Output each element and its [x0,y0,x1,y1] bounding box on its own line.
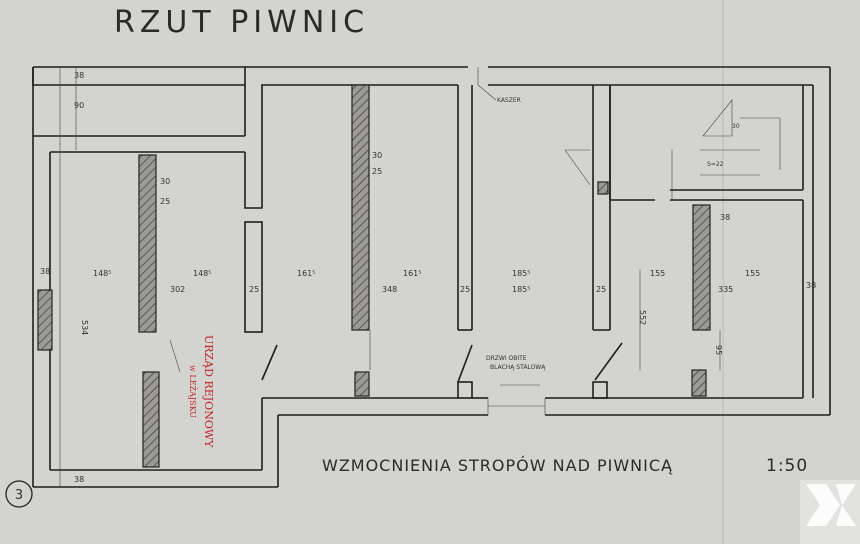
interior-walls [244,84,804,333]
dim-r3-top: 185⁵ [512,269,530,278]
dim-wall3: 25 [596,285,606,294]
pillar-room-2 [354,371,370,397]
dim-r2-beam-width2: 25 [372,167,382,176]
left-wall-patch [37,289,53,351]
beams [37,84,711,468]
dim-top-room: 90 [74,101,84,110]
dim-r4-right: 155 [745,269,760,278]
drawing-caption: WZMOCNIENIA STROPÓW NAD PIWNICĄ [322,456,673,475]
dim-r2-right: 161⁵ [403,269,421,278]
dim-stair: 30 [732,123,740,130]
dim-door: 95 [714,345,723,355]
beam-room-2 [351,84,370,331]
dim-r1-right: 148⁵ [193,269,211,278]
stamp-line-1: URZĄD REJONOWY [202,335,215,448]
door-note-line1: DRZWI OBITE [486,355,527,362]
sheet-number: 3 [15,488,23,503]
beam-room-1-lower [142,371,160,468]
stamp-line-2: w LEŻAJSKU [188,365,197,418]
beam-room-1-upper [138,154,157,333]
dim-r1-beam: 302 [170,285,185,294]
dim-stair2: S=22 [707,161,724,168]
dim-wall1: 25 [249,285,259,294]
dim-r3-bottom: 185⁵ [512,285,530,294]
drawing-scale: 1:50 [766,456,808,476]
dim-r1-left: 148⁵ [93,269,111,278]
dim-r2-beam-width: 30 [372,151,382,160]
dim-col-width: 38 [720,213,730,222]
dim-r2-beam: 348 [382,285,397,294]
dim-r4-height: 552 [638,310,647,325]
door-note-line2: BLACHĄ STALOWĄ [490,364,546,371]
dim-right-wall: 38 [806,281,816,290]
watermark-logo [800,480,860,544]
detail-lines [59,67,781,487]
office-stamp: URZĄD REJONOWY w LEŻAJSKU [188,335,215,448]
dim-wall2: 25 [460,285,470,294]
dim-top-wall: 38 [74,71,84,80]
dimension-labels: 38 90 38 534 38 148⁵ 148⁵ 302 30 25 25 1… [40,71,816,484]
sheet-number-badge: 3 [5,480,33,508]
dim-r2-left: 161⁵ [297,269,315,278]
vent-label: KASZER [497,97,521,104]
pillar-room-4 [691,369,707,397]
dim-left-wall: 38 [40,267,50,276]
dim-beam-width: 30 [160,177,170,186]
chimney-block [597,181,609,195]
dim-beam-width2: 25 [160,197,170,206]
beam-room-4 [692,204,711,331]
dim-bottom-wall: 38 [74,475,84,484]
dim-r4-beam: 335 [718,285,733,294]
door-swings [261,342,623,415]
dim-left-room-height: 534 [80,320,89,335]
drawing-title: RZUT PIWNIC [114,5,369,40]
outer-walls [32,66,831,488]
dim-r4-left: 155 [650,269,665,278]
